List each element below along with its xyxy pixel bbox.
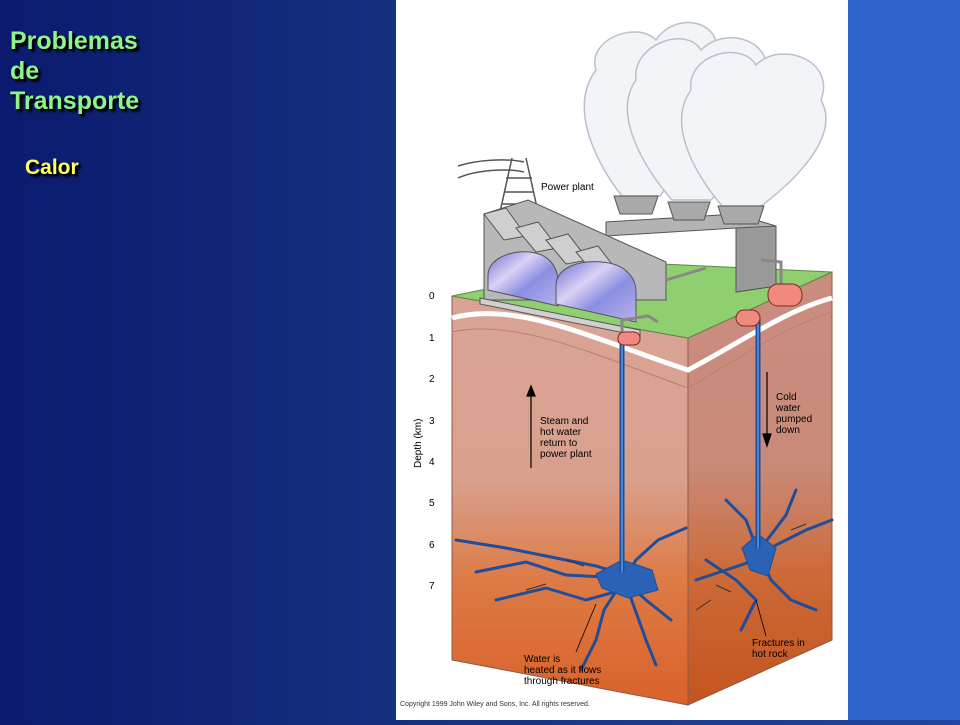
svg-text:water: water [775,403,801,414]
depth-tick-7: 7 [429,581,435,592]
svg-text:Cold: Cold [776,392,797,403]
svg-text:through fractures: through fractures [524,676,600,687]
slide-text-panel: Problemas de Transporte Calor [0,0,396,720]
svg-text:hot rock: hot rock [752,649,789,660]
steam-return-label: Steam and hot water return to power plan… [540,416,592,460]
slide-title: Problemas de Transporte [10,27,140,115]
svg-text:return to: return to [540,438,578,449]
cold-water-arrow [762,372,772,448]
depth-axis: Depth (km) 0 1 2 3 4 5 6 7 [413,291,435,592]
steam-clouds [583,21,827,207]
cooling-stacks [613,195,765,225]
depth-tick-2: 2 [429,374,435,385]
svg-text:Water is: Water is [524,654,560,665]
flow-arrows [525,523,807,611]
svg-text:heated as it flows: heated as it flows [524,665,601,676]
depth-tick-3: 3 [429,416,435,427]
fractures-leader [755,599,767,637]
svg-text:Steam and: Steam and [540,416,588,427]
svg-text:hot water: hot water [540,427,582,438]
transmission-tower [457,157,539,213]
depth-tick-0: 0 [429,291,435,302]
surface-pipes [620,258,783,340]
depth-tick-5: 5 [429,498,435,509]
water-heated-label: Water is heated as it flows through frac… [524,654,601,687]
fracture-pools [595,533,777,599]
geothermal-figure: Depth (km) 0 1 2 3 4 5 6 7 Power plant S… [396,0,848,720]
right-decor-strip [848,0,960,720]
fractures-label: Fractures in hot rock [752,638,805,660]
depth-tick-6: 6 [429,540,435,551]
svg-text:down: down [776,425,800,436]
depth-tick-4: 4 [429,457,435,468]
wellheads [617,283,803,346]
cold-water-label: Cold water pumped down [775,392,812,436]
depth-tick-1: 1 [429,333,435,344]
steam-return-arrow [526,384,536,468]
water-heated-leader [575,603,597,653]
svg-text:Fractures in: Fractures in [752,638,805,649]
geothermal-diagram: Depth (km) 0 1 2 3 4 5 6 7 Power plant S… [400,21,834,708]
turbine-domes [479,251,641,337]
svg-text:power plant: power plant [540,449,592,460]
slide-subtitle: Calor [25,156,79,179]
copyright-text: Copyright 1999 John Wiley and Sons, Inc.… [400,701,590,708]
svg-text:pumped: pumped [776,414,812,425]
power-plant-label: Power plant [541,182,594,193]
depth-axis-label: Depth (km) [413,419,424,468]
